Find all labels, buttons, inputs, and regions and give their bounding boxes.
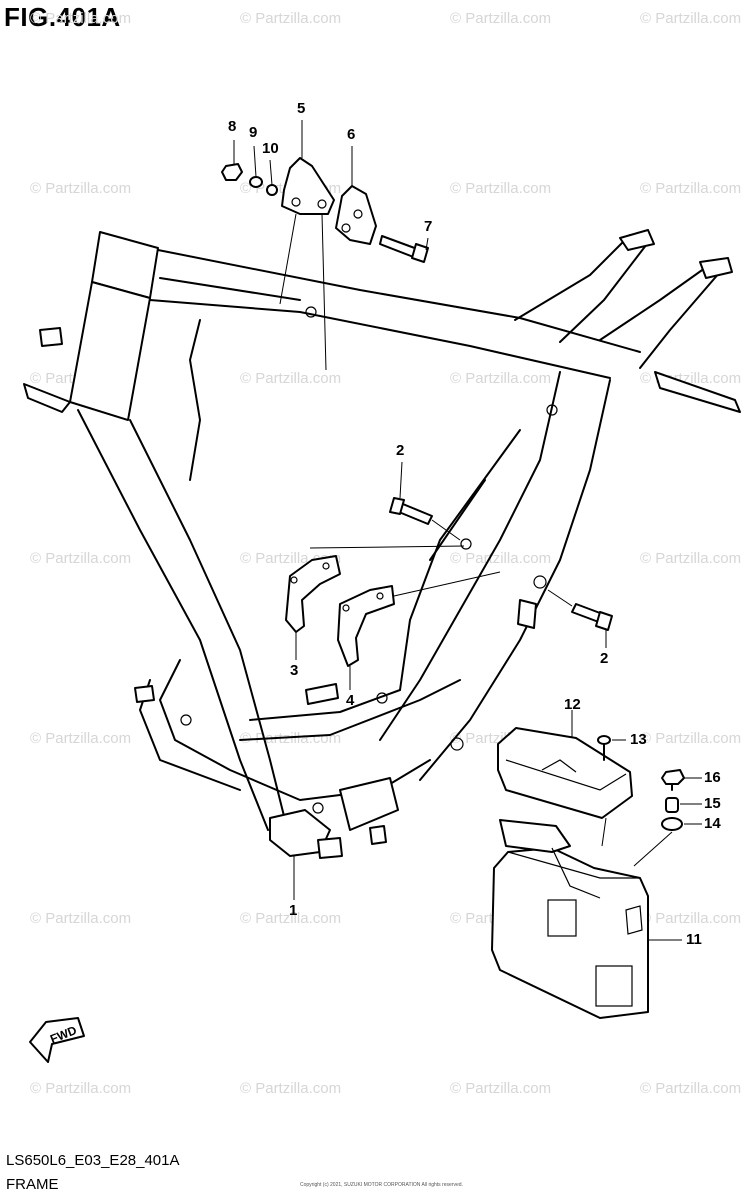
watermark-text: © Partzilla.com	[30, 550, 132, 567]
watermark-text: © Partzilla.com	[450, 10, 552, 27]
watermark-text: © Partzilla.com	[240, 1080, 342, 1097]
callout-8: 8	[228, 118, 237, 135]
bracket-part-6	[335, 146, 377, 245]
watermark-text: © Partzilla.com	[450, 370, 552, 387]
callout-10: 10	[262, 140, 279, 157]
callout-4: 4	[346, 692, 355, 709]
watermark-text: © Partzilla.com	[30, 730, 132, 747]
watermark-text: © Partzilla.com	[640, 1080, 742, 1097]
callout-2-right: 2	[600, 650, 609, 667]
figure-title: FIG.401A	[4, 2, 121, 32]
watermark-text: © Partzilla.com	[640, 730, 742, 747]
callout-2-upper: 2	[396, 442, 405, 459]
watermark-text: © Partzilla.com	[240, 910, 342, 927]
watermark-text: © Partzilla.com	[450, 1080, 552, 1097]
watermark-text: © Partzilla.com	[640, 10, 742, 27]
watermark-text: © Partzilla.com	[640, 910, 742, 927]
watermark-text: © Partzilla.com	[450, 550, 552, 567]
fasteners-parts-8-9-10	[221, 140, 278, 196]
watermark-text: © Partzilla.com	[30, 10, 132, 27]
bracket-part-3	[285, 545, 465, 660]
watermark-text: © Partzilla.com	[640, 550, 742, 567]
callout-5: 5	[297, 100, 306, 117]
figure-name: FRAME	[6, 1176, 59, 1193]
watermark-text: © Partzilla.com	[30, 910, 132, 927]
watermark-text: © Partzilla.com	[240, 370, 342, 387]
callout-13: 13	[630, 731, 647, 748]
box-part-11	[491, 819, 682, 1019]
watermark-text: © Partzilla.com	[240, 10, 342, 27]
fwd-arrow-icon: FWD	[29, 1017, 85, 1063]
callout-9: 9	[249, 124, 258, 141]
callout-7: 7	[424, 218, 433, 235]
frame-main	[23, 229, 741, 859]
fasteners-parts-14-15-16	[633, 769, 702, 867]
callout-15: 15	[704, 795, 721, 812]
watermark-text: © Partzilla.com	[450, 180, 552, 197]
callout-16: 16	[704, 769, 721, 786]
bolt-part-7	[379, 235, 429, 263]
bracket-part-5	[279, 120, 335, 371]
watermark-text: © Partzilla.com	[30, 180, 132, 197]
watermark-text: © Partzilla.com	[30, 1080, 132, 1097]
callout-11: 11	[686, 931, 702, 948]
cover-part-12	[497, 710, 633, 847]
callout-3: 3	[290, 662, 299, 679]
callout-1: 1	[289, 902, 298, 919]
watermark-text: © Partzilla.com	[640, 180, 742, 197]
callout-12: 12	[564, 696, 581, 713]
figure-code: LS650L6_E03_E28_401A	[6, 1152, 180, 1169]
callout-6: 6	[347, 126, 356, 143]
bolts-part-2	[389, 461, 613, 648]
screw-part-13	[597, 735, 626, 761]
copyright-notice: Copyright (c) 2021, SUZUKI MOTOR CORPORA…	[300, 1182, 463, 1188]
callout-14: 14	[704, 815, 721, 832]
bracket-part-4	[305, 571, 501, 705]
